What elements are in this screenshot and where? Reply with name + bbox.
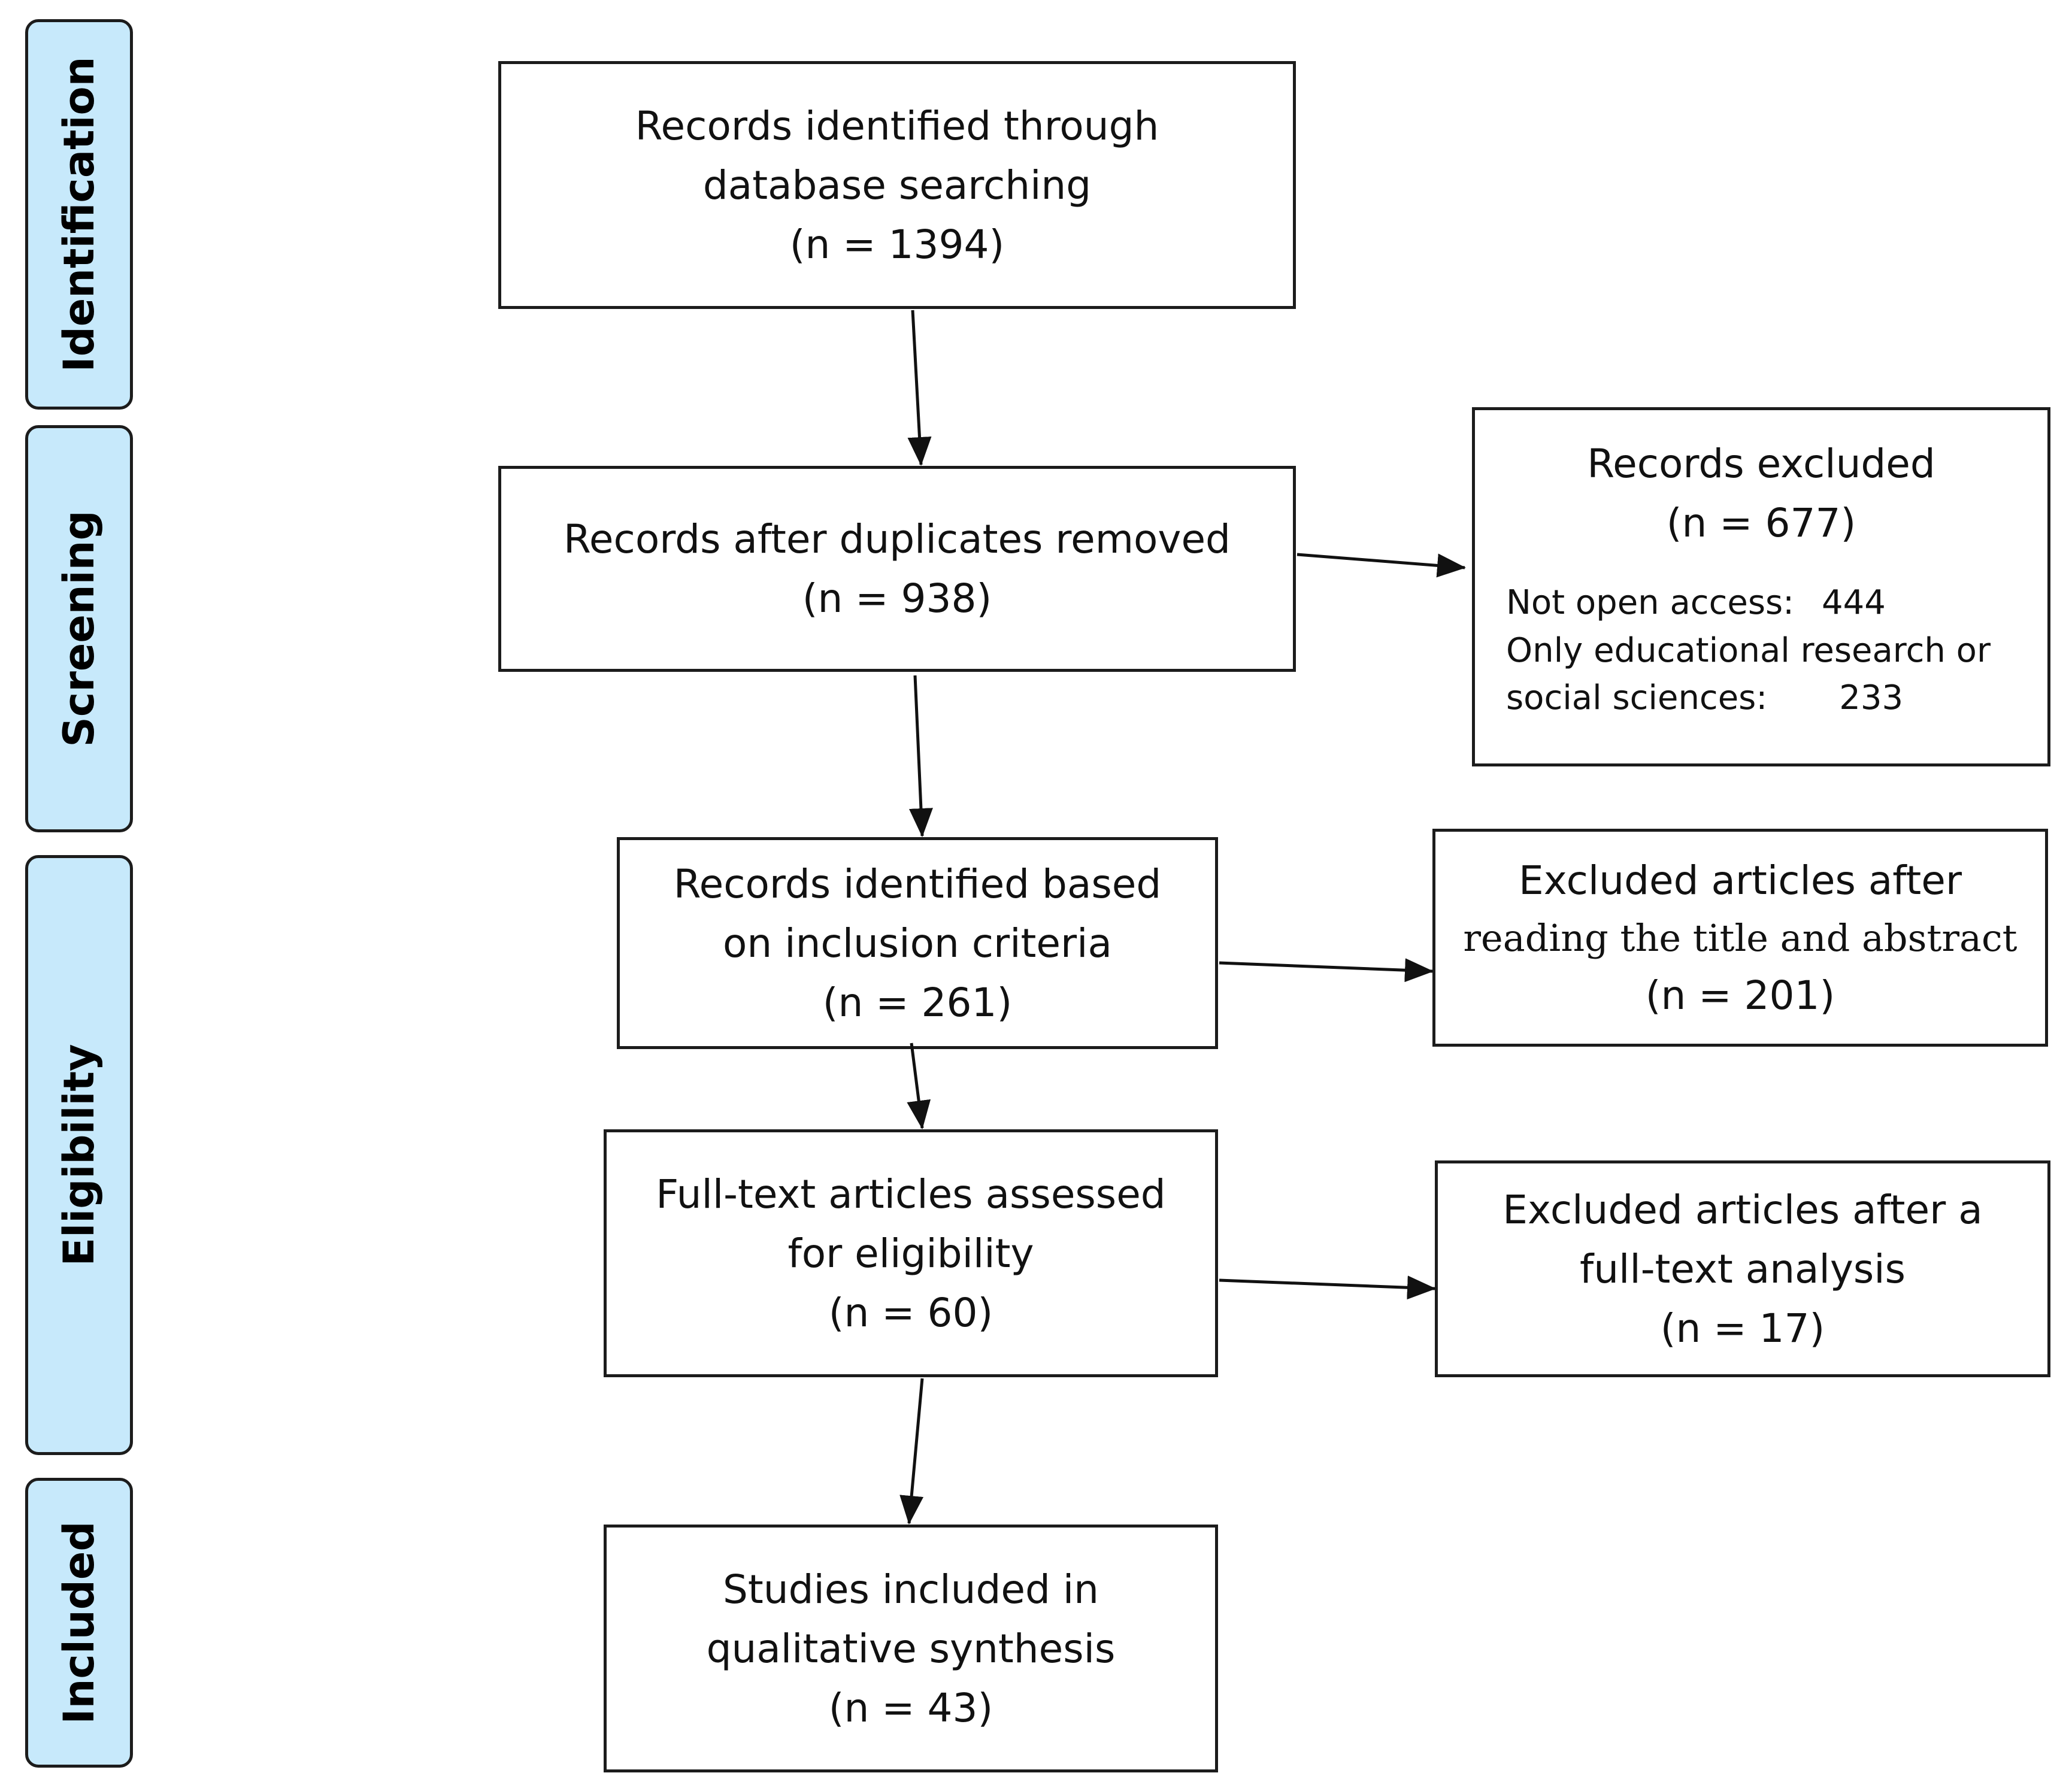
phase-identification: Identification — [25, 19, 133, 410]
phase-eligibility-label: Eligibility — [54, 1044, 104, 1266]
inclusion-criteria-line1: Records identified based — [673, 860, 1162, 907]
reason-not-open-access-value: 444 — [1822, 583, 1886, 622]
excluded-full-text-line1: Excluded articles after a — [1502, 1186, 1983, 1233]
excluded-title-abstract-line1: Excluded articles after — [1519, 857, 1962, 904]
studies-included-count: (n = 43) — [828, 1684, 993, 1731]
records-excluded-count: (n = 677) — [1666, 500, 1856, 546]
phase-eligibility: Eligibility — [25, 855, 133, 1455]
phase-included-label: Included — [54, 1521, 104, 1725]
phase-identification-label: Identification — [54, 56, 104, 372]
records-excluded-reasons: Not open access: 444 Only educational res… — [1506, 579, 1991, 722]
reason-educational-label-line1: Only educational research or — [1506, 631, 1991, 670]
arrow-duplicates-to-inclusion — [908, 675, 933, 837]
arrow-identified-to-duplicates — [907, 310, 932, 466]
full-text-assessed-box: Full-text articles assessed for eligibil… — [604, 1129, 1218, 1377]
excluded-title-abstract-box: Excluded articles after reading the titl… — [1432, 829, 2048, 1047]
arrow-duplicates-to-excluded — [1296, 553, 1466, 578]
phase-included: Included — [25, 1478, 133, 1768]
inclusion-criteria-line2: on inclusion criteria — [723, 920, 1112, 966]
reason-not-open-access-label: Not open access: — [1506, 583, 1795, 622]
studies-included-line2: qualitative synthesis — [706, 1625, 1116, 1672]
excluded-full-text-line2: full-text analysis — [1579, 1245, 1906, 1292]
records-excluded-box: Records excluded (n = 677) Not open acce… — [1472, 407, 2050, 766]
exclusion-reason-row: Only educational research or — [1506, 627, 1991, 675]
duplicates-removed-box: Records after duplicates removed (n = 93… — [498, 466, 1296, 672]
exclusion-reason-row: Not open access: 444 — [1506, 579, 1991, 627]
full-text-assessed-count: (n = 60) — [828, 1289, 993, 1336]
arrow-inclusion-to-title-abstract-excluded — [1219, 958, 1434, 983]
records-identified-line1: Records identified through — [635, 102, 1159, 149]
excluded-full-text-count: (n = 17) — [1660, 1305, 1825, 1351]
records-identified-count: (n = 1394) — [789, 221, 1005, 268]
studies-included-box: Studies included in qualitative synthesi… — [604, 1525, 1218, 1772]
excluded-title-abstract-line2: reading the title and abstract — [1463, 916, 2018, 960]
arrow-inclusion-to-full-text — [907, 1042, 931, 1129]
reason-educational-value: 233 — [1839, 678, 1904, 718]
exclusion-reason-row: social sciences: 233 — [1506, 674, 1991, 722]
inclusion-criteria-box: Records identified based on inclusion cr… — [617, 837, 1218, 1049]
inclusion-criteria-count: (n = 261) — [822, 979, 1013, 1026]
full-text-assessed-line2: for eligibility — [787, 1230, 1034, 1277]
phase-screening-label: Screening — [54, 510, 104, 747]
records-identified-box: Records identified through database sear… — [498, 61, 1296, 309]
duplicates-removed-count: (n = 938) — [802, 575, 992, 622]
studies-included-line1: Studies included in — [723, 1566, 1099, 1613]
reason-educational-label-line2: social sciences: — [1506, 678, 1768, 718]
duplicates-removed-line1: Records after duplicates removed — [564, 516, 1231, 562]
excluded-full-text-box: Excluded articles after a full-text anal… — [1435, 1160, 2050, 1377]
phase-screening: Screening — [25, 425, 133, 832]
arrow-full-text-to-included — [899, 1378, 924, 1525]
full-text-assessed-line1: Full-text articles assessed — [656, 1171, 1166, 1217]
excluded-title-abstract-count: (n = 201) — [1645, 972, 1835, 1019]
arrow-full-text-to-full-text-excluded — [1219, 1275, 1436, 1300]
records-excluded-title: Records excluded — [1587, 441, 1935, 487]
records-identified-line2: database searching — [702, 162, 1092, 208]
